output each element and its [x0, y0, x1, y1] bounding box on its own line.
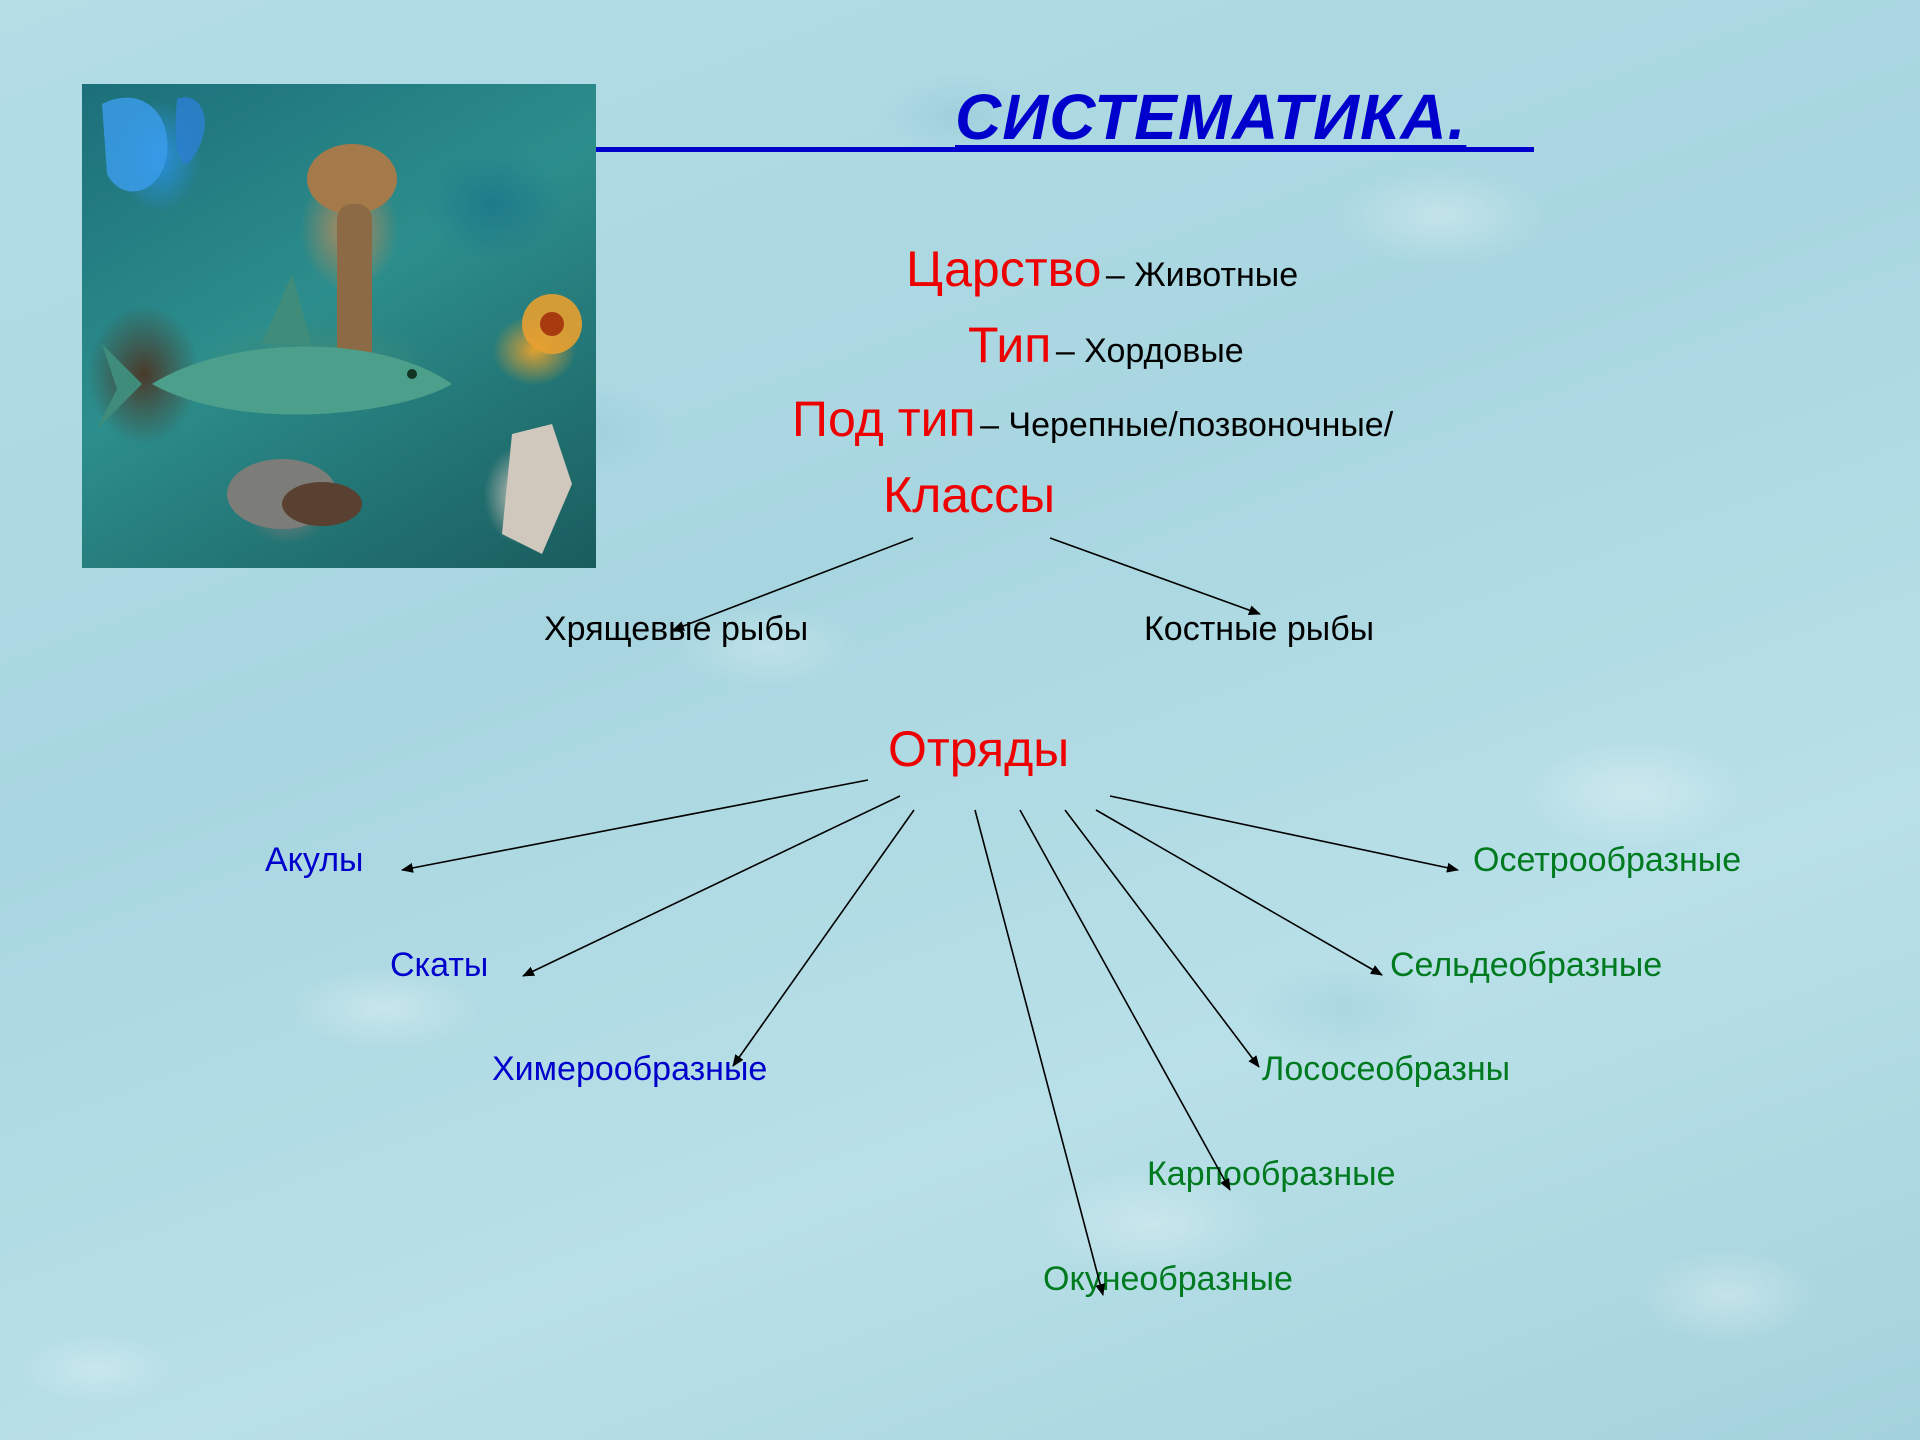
arrow-classes-to-cartilaginous: [672, 537, 914, 631]
arrow-orders-to-herrings: [1095, 809, 1383, 976]
order-herrings: Сельдеобразные: [1390, 946, 1663, 984]
arrow-orders-to-perches: [974, 809, 1106, 1296]
kingdom-value: – Животные: [1105, 256, 1299, 294]
subphylum-value: – Черепные/позвоночные/: [980, 406, 1394, 444]
phylum-row: Тип – Хордовые: [968, 316, 1244, 374]
phylum-value: – Хордовые: [1055, 332, 1244, 370]
arrow-orders-to-carps: [1019, 809, 1231, 1191]
order-rays: Скаты: [390, 946, 489, 984]
animals-collage-photo: [82, 84, 596, 568]
order-carps: Карпообразные: [1147, 1155, 1396, 1193]
phylum-rank: Тип: [968, 317, 1052, 373]
order-chimaeras: Химерообразные: [492, 1050, 768, 1088]
order-salmons: Лососеобразны: [1262, 1050, 1511, 1088]
kingdom-rank: Царство: [906, 241, 1102, 297]
classes-heading: Классы: [883, 467, 1056, 523]
title-underline: [596, 147, 1534, 152]
class-bony: Костные рыбы: [1144, 610, 1375, 648]
orders-heading: Отряды: [888, 721, 1070, 777]
arrow-classes-to-bony: [1049, 537, 1261, 615]
arrow-orders-to-sturgeons: [1109, 795, 1459, 873]
arrow-orders-to-salmons: [1064, 809, 1260, 1068]
order-sturgeons: Осетрообразные: [1473, 841, 1742, 879]
order-sharks: Акулы: [265, 841, 364, 879]
kingdom-row: Царство – Животные: [906, 240, 1298, 298]
subphylum-row: Под тип – Черепные/позвоночные/: [792, 390, 1393, 448]
order-perches: Окунеобразные: [1043, 1260, 1293, 1298]
arrow-orders-to-sharks: [401, 779, 869, 873]
arrow-orders-to-rays: [522, 795, 901, 977]
page-title: СИСТЕМАТИКА.: [955, 81, 1467, 153]
subphylum-rank: Под тип: [792, 391, 976, 447]
arrow-orders-to-chimaeras: [732, 809, 915, 1067]
